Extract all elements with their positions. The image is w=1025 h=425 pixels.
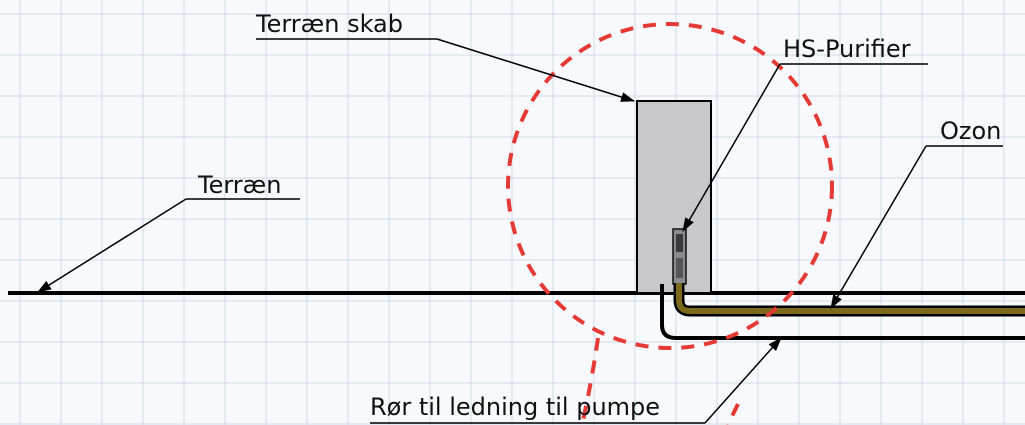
label-ror: Rør til ledning til pumpe bbox=[370, 393, 660, 421]
highlight-arc-fragment-2 bbox=[726, 403, 740, 425]
leader-ozon bbox=[830, 145, 1003, 309]
hs-purifier-device bbox=[672, 228, 687, 285]
label-hs-purifier: HS-Purifier bbox=[783, 35, 911, 63]
label-ozon: Ozon bbox=[940, 117, 1001, 145]
label-terraen-skab: Terræn skab bbox=[255, 10, 403, 38]
leader-terraen-skab bbox=[256, 38, 635, 102]
pump-pipe bbox=[660, 284, 1025, 340]
highlight-arc-fragment bbox=[580, 337, 600, 425]
ozone-pipe-fill bbox=[676, 283, 1025, 314]
label-terraen: Terræn bbox=[197, 171, 281, 199]
leader-terraen bbox=[37, 198, 300, 293]
leader-ror bbox=[370, 337, 782, 424]
leader-hs-purifier bbox=[682, 63, 928, 232]
highlight-circle bbox=[506, 22, 834, 350]
